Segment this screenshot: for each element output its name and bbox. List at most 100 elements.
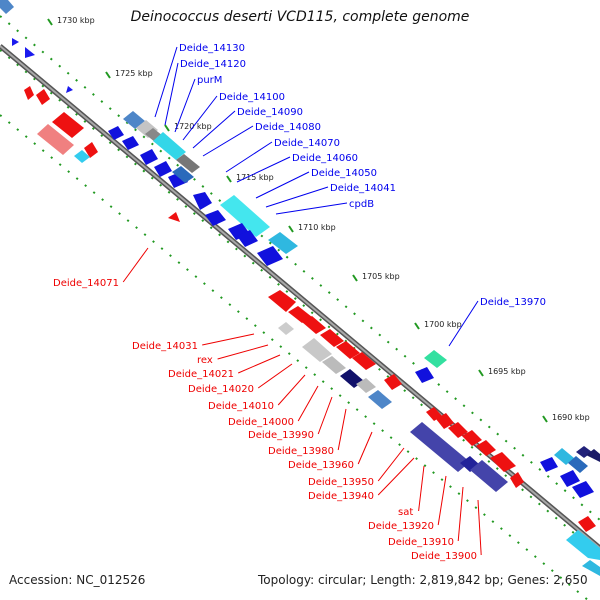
gene-block[interactable] <box>220 195 270 237</box>
gene-block[interactable] <box>302 338 332 362</box>
tick-label: 1725 kbp <box>115 69 153 78</box>
gene-block[interactable] <box>176 154 200 173</box>
gene-arrow-forward[interactable] <box>25 47 35 58</box>
label-leader-line <box>217 344 269 360</box>
gene-block[interactable] <box>0 0 14 14</box>
gene-arrow-reverse[interactable] <box>36 89 50 105</box>
gene-arrow-forward[interactable] <box>12 38 19 46</box>
gene-arrow-forward[interactable] <box>205 210 226 226</box>
label-leader-line <box>265 186 329 208</box>
gene-label[interactable]: Deide_13910 <box>388 537 454 548</box>
gene-arrow-reverse[interactable] <box>578 516 596 532</box>
gene-label[interactable]: Deide_13950 <box>308 477 374 488</box>
gene-label[interactable]: Deide_14031 <box>132 341 198 352</box>
gene-label[interactable]: Deide_14080 <box>255 122 321 133</box>
gene-label[interactable]: Deide_13960 <box>288 460 354 471</box>
gene-block[interactable] <box>568 456 588 473</box>
label-leader-line <box>275 202 348 215</box>
gene-arrow-reverse[interactable] <box>52 112 84 138</box>
gene-arrow-forward[interactable] <box>237 230 258 247</box>
label-leader-line <box>277 374 306 406</box>
gene-arrow-reverse[interactable] <box>320 329 344 347</box>
gene-block[interactable] <box>74 150 90 163</box>
gene-arrow-forward[interactable] <box>560 470 580 487</box>
gene-block[interactable] <box>410 422 470 472</box>
label-leader-line <box>377 457 415 496</box>
gene-label[interactable]: Deide_14090 <box>237 107 303 118</box>
gene-arrow-forward[interactable] <box>108 126 124 140</box>
gene-label[interactable]: Deide_14041 <box>330 183 396 194</box>
gene-arrow-reverse[interactable] <box>168 212 180 222</box>
gene-label[interactable]: Deide_14120 <box>180 59 246 70</box>
label-leader-line <box>225 141 273 173</box>
gene-label[interactable]: purM <box>197 75 222 86</box>
gene-block[interactable] <box>123 111 145 129</box>
gene-label[interactable]: Deide_14050 <box>311 168 377 179</box>
gene-arrow-forward[interactable] <box>540 457 558 472</box>
gene-arrow-reverse[interactable] <box>436 413 454 429</box>
gene-label[interactable]: Deide_14000 <box>228 417 294 428</box>
tick-label: 1730 kbp <box>57 16 95 25</box>
gene-block[interactable] <box>470 460 508 492</box>
label-leader-line <box>437 475 447 526</box>
gene-label[interactable]: Deide_14070 <box>274 138 340 149</box>
gene-label[interactable]: Deide_13940 <box>308 491 374 502</box>
gene-arrow-reverse[interactable] <box>384 374 402 390</box>
gene-arrow-reverse[interactable] <box>288 306 312 323</box>
gene-block[interactable] <box>278 322 294 335</box>
label-leader-line <box>238 354 281 374</box>
tick-mark <box>414 322 420 330</box>
gene-arrow-reverse[interactable] <box>448 422 468 438</box>
gene-label[interactable]: rex <box>197 355 213 366</box>
gene-label[interactable]: Deide_14060 <box>292 153 358 164</box>
gene-label[interactable]: sat <box>398 507 413 518</box>
gene-label[interactable]: Deide_14021 <box>168 369 234 380</box>
gene-label[interactable]: Deide_13920 <box>368 521 434 532</box>
gene-block[interactable] <box>510 472 524 488</box>
gene-arrow-reverse[interactable] <box>268 290 296 312</box>
gene-arrow-reverse[interactable] <box>302 316 326 334</box>
gene-block[interactable] <box>37 124 74 155</box>
gene-arrow-reverse[interactable] <box>352 352 376 370</box>
gene-arrow-reverse[interactable] <box>490 452 516 472</box>
gene-block[interactable] <box>582 560 600 576</box>
gene-arrow-forward[interactable] <box>122 136 139 150</box>
gene-label[interactable]: Deide_13900 <box>411 551 477 562</box>
gene-block[interactable] <box>586 449 600 462</box>
gene-label[interactable]: Deide_13970 <box>480 297 546 308</box>
gene-arrow-forward[interactable] <box>257 246 283 266</box>
gene-arrow-reverse[interactable] <box>24 86 34 100</box>
gene-label[interactable]: Deide_14100 <box>219 92 285 103</box>
gene-label[interactable]: Deide_14010 <box>208 401 274 412</box>
gene-label[interactable]: Deide_13990 <box>248 430 314 441</box>
gene-arrow-forward[interactable] <box>154 161 172 177</box>
gene-label[interactable]: cpdB <box>349 199 374 210</box>
gene-label[interactable]: Deide_14020 <box>188 384 254 395</box>
label-leader-line <box>164 62 179 126</box>
gene-arrow-forward[interactable] <box>415 367 434 383</box>
gene-arrow-reverse[interactable] <box>84 142 98 158</box>
label-leader-line <box>317 396 333 435</box>
gene-block[interactable] <box>554 448 574 465</box>
gene-block[interactable] <box>153 132 186 160</box>
gene-arrow-forward[interactable] <box>66 86 73 93</box>
gene-block[interactable] <box>322 356 346 374</box>
gene-arrow-reverse[interactable] <box>336 341 360 359</box>
gene-label[interactable]: Deide_14071 <box>53 278 119 289</box>
gene-block[interactable] <box>172 166 194 183</box>
gene-block[interactable] <box>566 530 600 560</box>
gene-arrow-forward[interactable] <box>193 192 212 210</box>
gene-block[interactable] <box>268 232 298 254</box>
gene-block[interactable] <box>356 378 376 393</box>
gene-arrow-forward[interactable] <box>140 149 158 165</box>
gene-label[interactable]: Deide_14130 <box>179 43 245 54</box>
gene-block[interactable] <box>424 350 447 368</box>
gene-block[interactable] <box>368 390 392 409</box>
gene-arrow-forward[interactable] <box>572 481 594 498</box>
gene-arrow-reverse[interactable] <box>476 440 496 456</box>
gene-arrow-reverse[interactable] <box>426 407 442 421</box>
gene-arrow-reverse[interactable] <box>462 430 482 446</box>
gene-label[interactable]: Deide_13980 <box>268 446 334 457</box>
